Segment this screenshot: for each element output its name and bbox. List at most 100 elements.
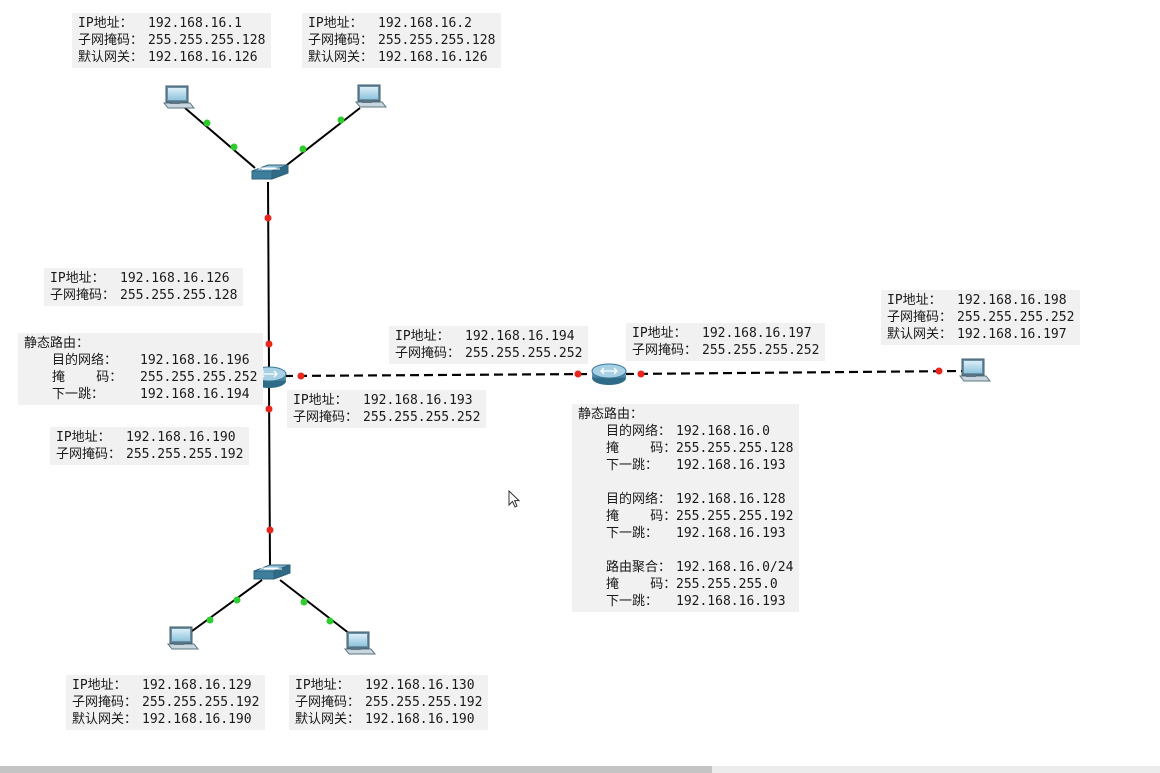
port-down-dot	[297, 372, 305, 380]
field-label: 默认网关：	[72, 712, 138, 727]
field-label: 子网掩码：	[395, 346, 461, 361]
field-label: 默认网关：	[887, 327, 953, 342]
port-up-dot	[299, 145, 307, 153]
port-up-dot	[230, 143, 238, 151]
note-row: 下一跳：192.168.16.193	[606, 593, 793, 610]
field-label: IP地址：	[887, 293, 942, 308]
note-title: 静态路由：	[24, 336, 90, 351]
field-value: 192.168.16.130	[365, 678, 475, 693]
note-row: 掩 码：255.255.255.128	[606, 440, 793, 457]
switch-icon[interactable]	[253, 564, 291, 580]
note-row: 子网掩码：255.255.255.128	[308, 32, 495, 49]
field-value: 192.168.16.197	[702, 326, 812, 341]
field-label: 目的网络：	[606, 492, 672, 507]
link-switch2-pc4	[279, 579, 351, 635]
field-value: 192.168.16.0	[676, 424, 770, 439]
port-down-dot	[574, 370, 582, 378]
field-label: 下一跳：	[606, 594, 659, 609]
note-row: IP地址：192.168.16.198	[887, 292, 1074, 309]
field-value: 255.255.255.128	[378, 33, 496, 48]
field-value: 192.168.16.126	[378, 50, 488, 65]
link-router1-switch2	[268, 385, 271, 567]
note-row: 子网掩码： 255.255.255.128	[78, 32, 265, 49]
note-row: 掩 码：255.255.255.192	[606, 508, 793, 525]
port-down-dot	[266, 526, 274, 534]
field-label: 目的网络：	[52, 353, 118, 368]
field-value: 192.168.16.190	[142, 712, 252, 727]
port-down-dot	[935, 367, 943, 375]
port-down-dot	[265, 340, 273, 348]
pc-icon[interactable]	[163, 85, 195, 109]
note-row: 目的网络： 192.168.16.0	[606, 423, 793, 440]
field-label: 子网掩码：	[887, 310, 953, 325]
field-label: IP地址：	[293, 393, 348, 408]
port-up-dot	[337, 116, 345, 124]
note-row: IP地址：192.168.16.197	[632, 325, 819, 342]
note-row: IP地址：192.168.16.1	[78, 15, 265, 32]
field-label: IP地址：	[56, 430, 111, 445]
link-router1-router2	[283, 372, 594, 378]
pc-icon[interactable]	[959, 358, 991, 382]
note-row: 子网掩码：255.255.255.252	[887, 309, 1074, 326]
field-label: 掩 码：	[52, 370, 123, 385]
pc-icon[interactable]	[344, 631, 376, 655]
note-row: 下一跳： 192.168.16.194	[52, 386, 257, 403]
note-row: IP地址：192.168.16.129	[72, 677, 259, 694]
note-row: 掩 码：255.255.255.0	[606, 576, 793, 593]
port-down-dot	[637, 370, 645, 378]
field-value: 255.255.255.0	[676, 577, 778, 592]
port-down-dot	[264, 214, 272, 222]
link-switch1-router1	[267, 181, 270, 369]
field-label: 子网掩码：	[72, 695, 138, 710]
field-label: 掩 码：	[606, 509, 677, 524]
field-value: 192.168.16.194	[140, 387, 250, 402]
pc-icon[interactable]	[355, 84, 387, 108]
horizontal-scrollbar-thumb[interactable]	[0, 766, 712, 773]
note-row: 默认网关：192.168.16.190	[295, 711, 482, 728]
field-value: 255.255.255.252	[140, 370, 258, 385]
field-value: 192.168.16.190	[126, 430, 236, 445]
field-label: 下一跳：	[52, 387, 105, 402]
field-value: 192.168.16.190	[365, 712, 475, 727]
router-icon[interactable]	[591, 363, 627, 386]
field-label: 掩 码：	[606, 441, 677, 456]
note-row: 掩 码： 255.255.255.252	[52, 369, 257, 386]
field-label: 下一跳：	[606, 458, 659, 473]
switch-icon[interactable]	[251, 164, 289, 180]
field-value: 192.168.16.129	[142, 678, 252, 693]
field-value: 255.255.255.252	[702, 343, 820, 358]
port-up-dot	[206, 616, 214, 624]
note-row: 子网掩码：255.255.255.192	[295, 694, 482, 711]
field-value: 255.255.255.128	[148, 33, 266, 48]
field-label: 目的网络：	[606, 424, 672, 439]
field-label: 路由聚合：	[606, 560, 672, 575]
mouse-cursor-icon	[508, 490, 521, 508]
field-value: 192.168.16.193	[676, 458, 786, 473]
field-label: 子网掩码：	[78, 33, 144, 48]
field-value: 192.168.16.2	[378, 16, 472, 31]
note-row: 默认网关：192.168.16.126	[308, 49, 495, 66]
port-status-dots	[203, 116, 943, 625]
field-label: 子网掩码：	[632, 343, 698, 358]
field-label: IP地址：	[308, 16, 363, 31]
port-up-dot	[203, 119, 211, 127]
port-up-dot	[326, 617, 334, 625]
field-value: 255.255.255.252	[465, 346, 583, 361]
note-row: IP地址： 192.168.16.190	[56, 429, 243, 446]
link-pc1-switch1	[184, 107, 256, 169]
field-value: 192.168.16.126	[120, 271, 230, 286]
link-switch2-pc3	[187, 579, 263, 635]
port-up-dot	[233, 596, 241, 604]
note-row: 默认网关：192.168.16.126	[78, 49, 265, 66]
field-value: 255.255.255.128	[676, 441, 794, 456]
links	[184, 107, 963, 635]
field-label: 下一跳：	[606, 526, 659, 541]
